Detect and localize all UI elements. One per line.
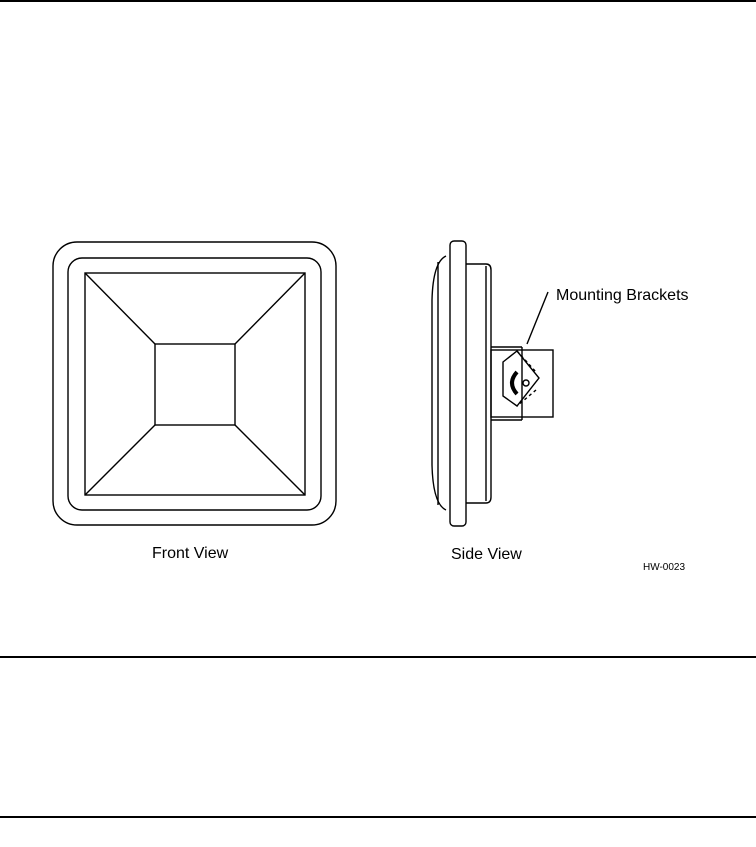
callout-leader	[527, 292, 548, 344]
front-view-drawing	[53, 242, 336, 525]
side-lens-dome	[432, 256, 446, 510]
side-view-drawing	[432, 241, 553, 526]
side-housing	[466, 264, 491, 503]
front-lens-center	[155, 344, 235, 425]
side-faceplate	[450, 241, 466, 526]
front-bevel-line	[235, 425, 305, 495]
mounting-brackets-label: Mounting Brackets	[556, 287, 689, 305]
bracket-plate	[503, 351, 539, 406]
bracket-screw	[523, 380, 529, 386]
front-bevel-line	[85, 273, 155, 344]
bracket-plate-dashed	[517, 351, 536, 406]
front-view-caption: Front View	[152, 545, 228, 563]
side-view-caption: Side View	[451, 546, 522, 564]
bottom-rule	[0, 816, 756, 818]
bracket-slot	[512, 372, 517, 394]
front-bevel-line	[85, 425, 155, 495]
section-divider	[0, 656, 756, 658]
front-bevel-line	[235, 273, 305, 344]
figure-code: HW-0023	[643, 562, 685, 573]
